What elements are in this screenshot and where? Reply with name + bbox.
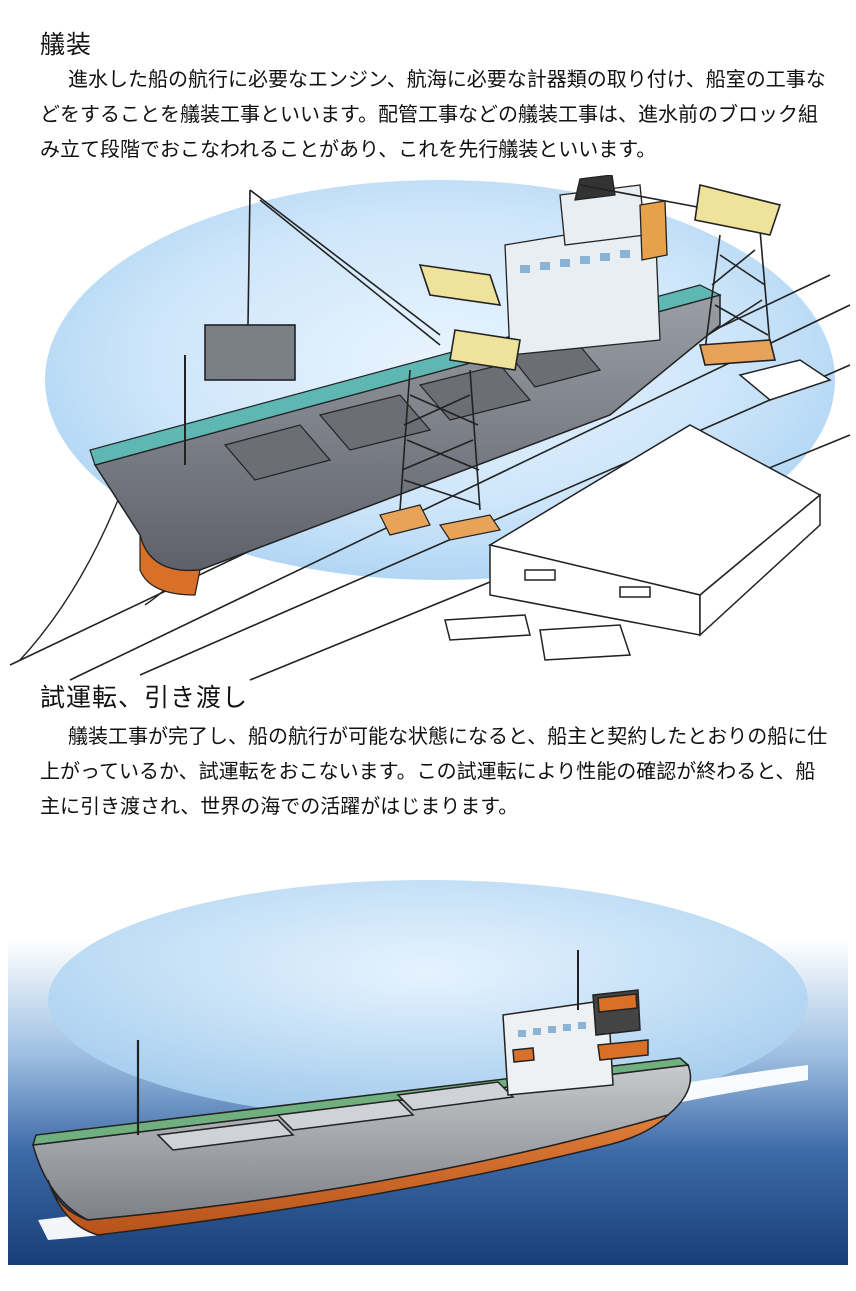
ship-at-sea bbox=[31, 950, 692, 1236]
crane-base bbox=[379, 504, 501, 541]
ship-sea-trial-illustration bbox=[8, 880, 848, 1265]
section-paragraph-sea-trial: 艤装工事が完了し、船の航行が可能な状態になると、船主と契約したとおりの船に仕上が… bbox=[40, 724, 828, 818]
gantry-crane bbox=[579, 184, 782, 366]
section-heading-sea-trial: 試運転、引き渡し bbox=[40, 683, 249, 712]
ship-outfitting-illustration bbox=[9, 175, 851, 681]
section-paragraph-outfitting: 進水した船の航行に必要なエンジン、航海に必要な計器類の取り付け、船室の工事などを… bbox=[40, 67, 826, 161]
dock-crane bbox=[204, 189, 521, 511]
dock-sheds bbox=[444, 359, 832, 661]
section-heading-outfitting: 艤装 bbox=[40, 30, 93, 59]
sky-backdrop bbox=[48, 880, 808, 1120]
